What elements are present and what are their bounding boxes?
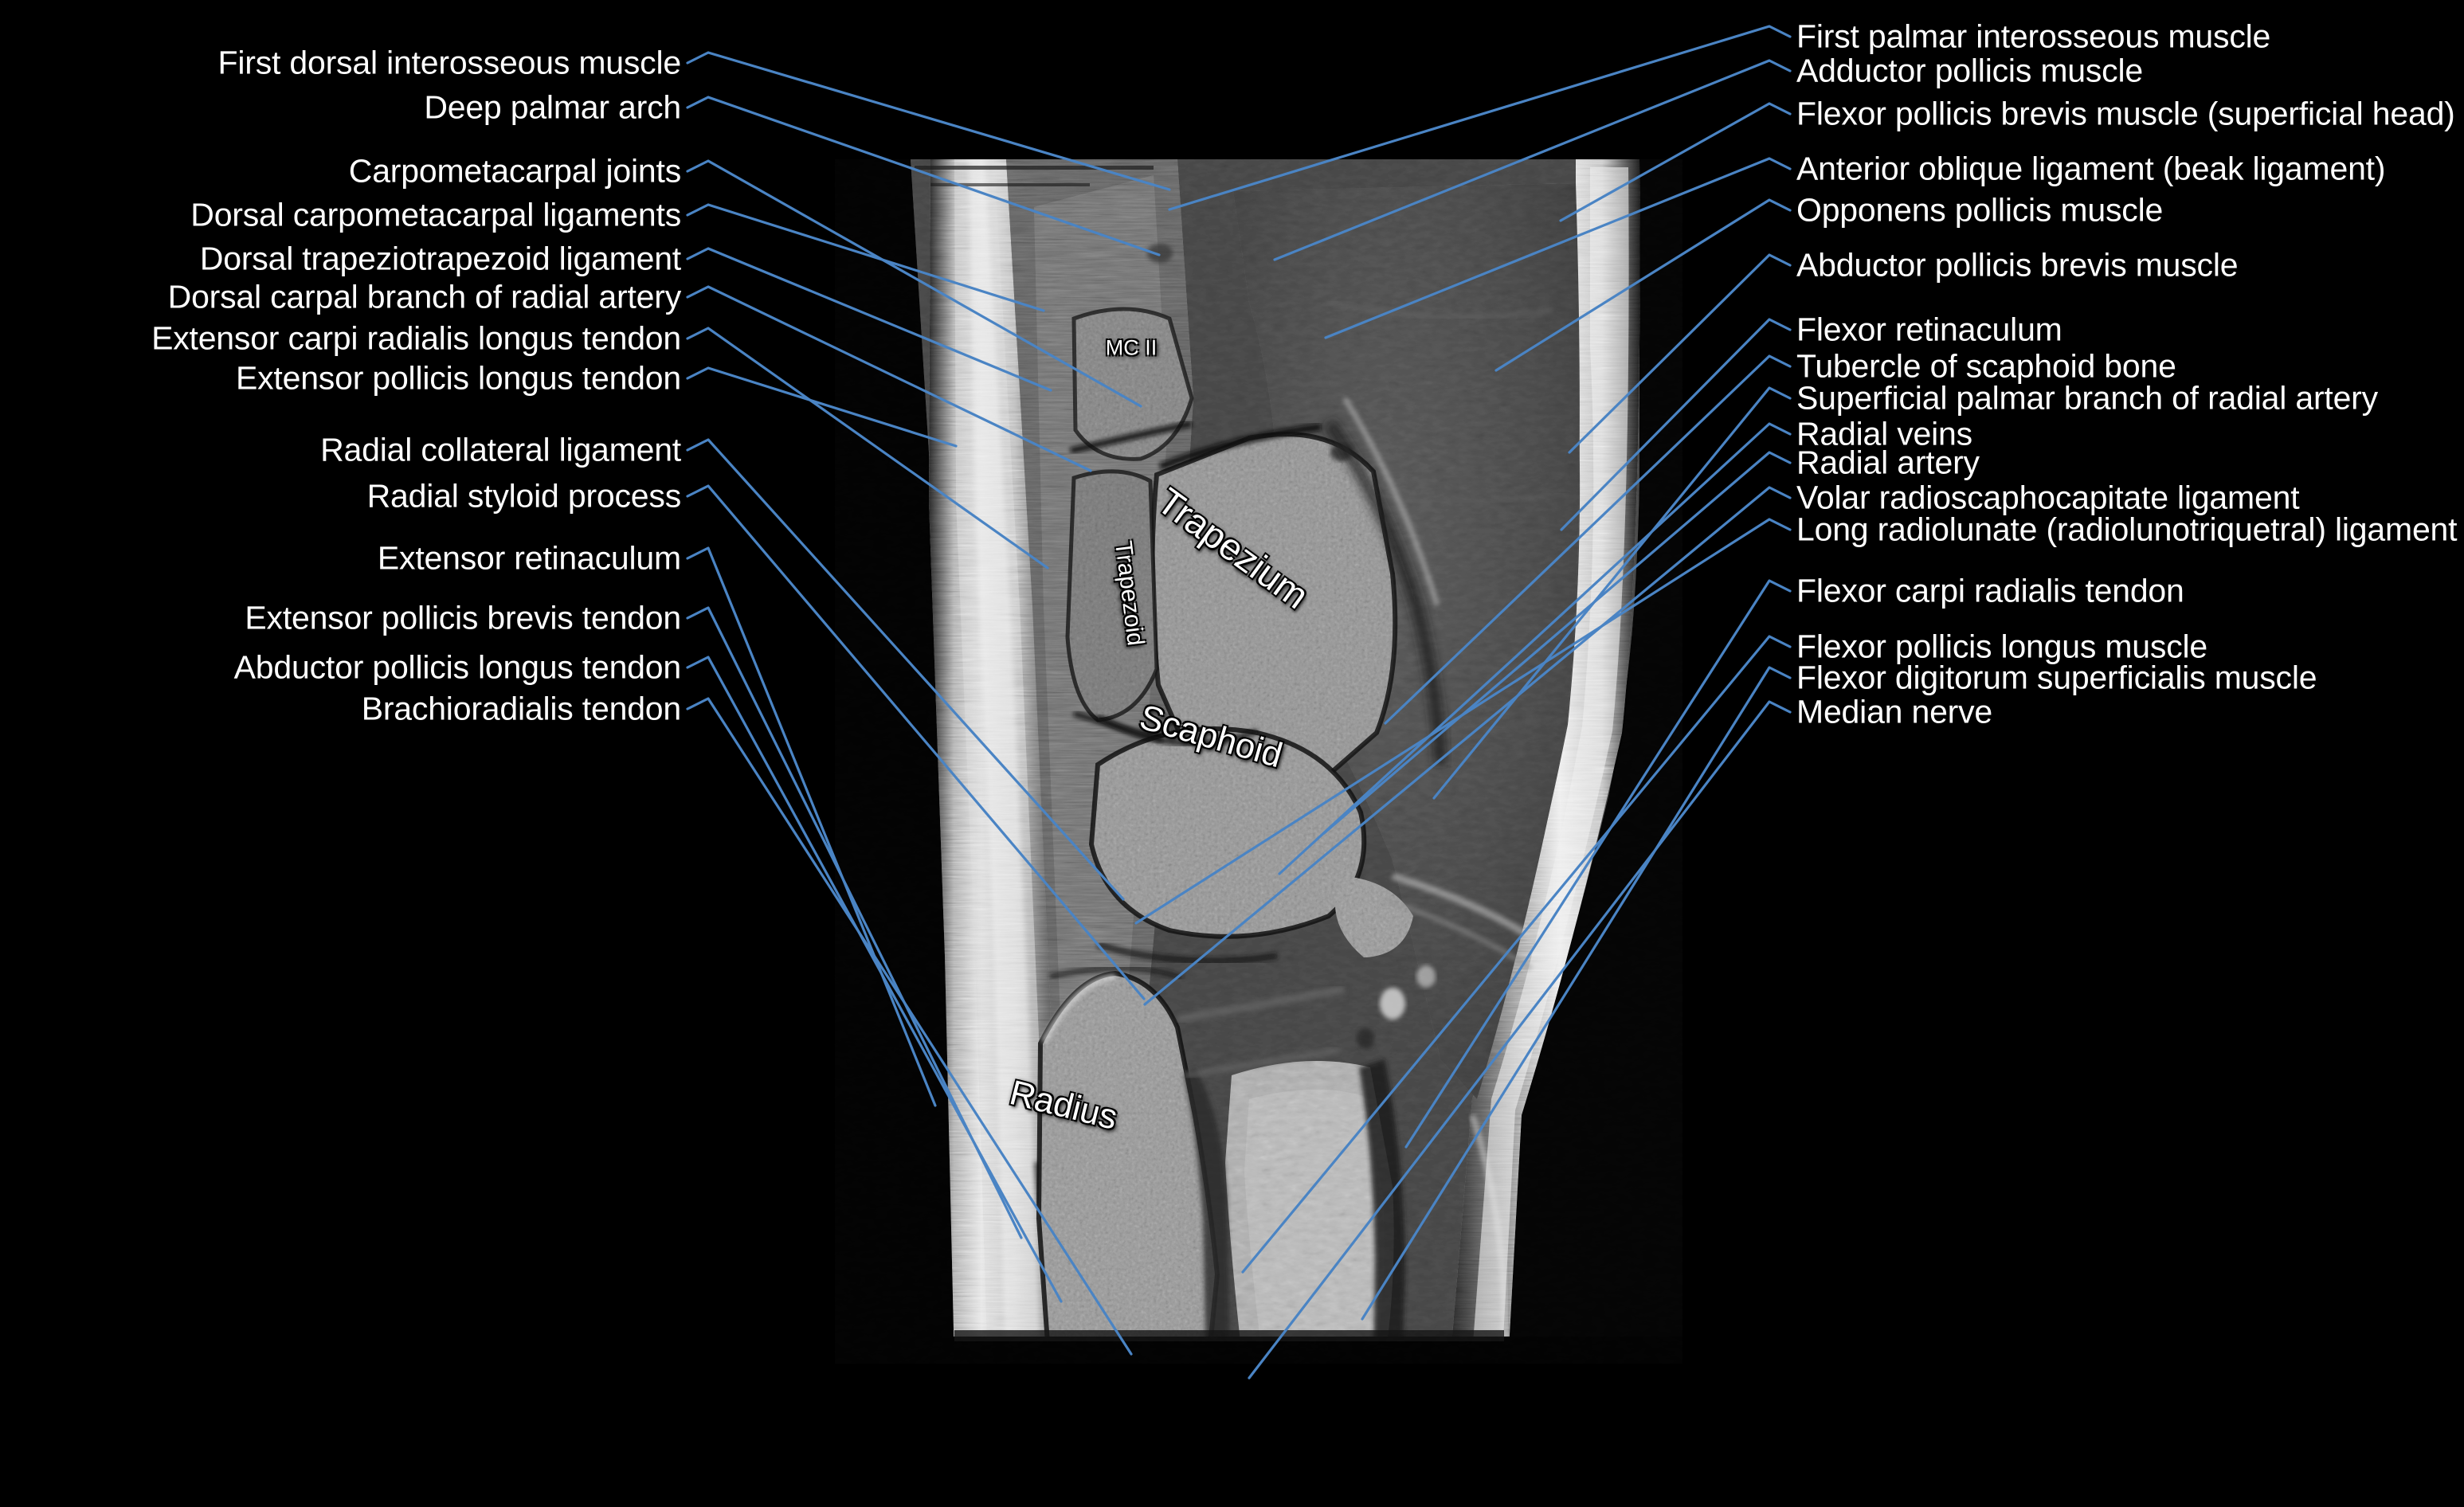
annotation-label-deep-palmar-arch: Deep palmar arch <box>424 88 681 126</box>
annotation-label-anterior-oblique-ligament: Anterior oblique ligament (beak ligament… <box>1796 150 2386 187</box>
annotation-label-flexor-retinaculum: Flexor retinaculum <box>1796 311 2062 348</box>
annotation-label-flexor-carpi-radialis-tendon: Flexor carpi radialis tendon <box>1796 572 2184 609</box>
mri-render <box>835 159 1682 1364</box>
annotation-label-dorsal-carpometacarpal-ligaments: Dorsal carpometacarpal ligaments <box>190 196 681 233</box>
annotation-label-opponens-pollicis-muscle: Opponens pollicis muscle <box>1796 191 2164 229</box>
annotation-label-extensor-pollicis-brevis-tendon: Extensor pollicis brevis tendon <box>245 599 681 636</box>
annotation-label-radial-artery: Radial artery <box>1796 444 1980 481</box>
annotation-label-abductor-pollicis-longus-tendon: Abductor pollicis longus tendon <box>233 648 682 686</box>
annotation-label-extensor-retinaculum: Extensor retinaculum <box>377 539 681 577</box>
annotation-label-dorsal-carpal-branch-radial-artery: Dorsal carpal branch of radial artery <box>167 278 682 315</box>
annotation-label-extensor-carpi-radialis-longus-tendon: Extensor carpi radialis longus tendon <box>151 319 681 357</box>
annotation-label-median-nerve: Median nerve <box>1796 693 1993 730</box>
annotation-label-carpometacarpal-joints: Carpometacarpal joints <box>348 152 681 190</box>
annotation-label-tubercle-of-scaphoid-bone: Tubercle of scaphoid bone <box>1796 347 2176 385</box>
annotation-label-flexor-pollicis-longus-muscle: Flexor pollicis longus muscle <box>1796 628 2208 665</box>
annotation-label-radial-styloid-process: Radial styloid process <box>366 477 682 515</box>
annotation-label-radial-collateral-ligament: Radial collateral ligament <box>320 431 681 468</box>
annotation-label-adductor-pollicis-muscle: Adductor pollicis muscle <box>1796 52 2143 89</box>
annotation-label-superficial-palmar-branch-radial-artery: Superficial palmar branch of radial arte… <box>1796 379 2378 417</box>
annotation-label-abductor-pollicis-brevis-muscle: Abductor pollicis brevis muscle <box>1796 246 2239 284</box>
annotation-label-flexor-digitorum-superficialis-muscle: Flexor digitorum superficialis muscle <box>1796 659 2317 696</box>
annotation-label-dorsal-trapeziotrapezoid-ligament: Dorsal trapeziotrapezoid ligament <box>199 240 681 277</box>
annotation-label-first-palmar-interosseous-muscle: First palmar interosseous muscle <box>1796 18 2271 55</box>
annotation-label-brachioradialis-tendon: Brachioradialis tendon <box>361 690 681 727</box>
mri-scan-image <box>835 159 1682 1364</box>
annotation-label-long-radiolunate-ligament: Long radiolunate (radiolunotriquetral) l… <box>1796 511 2458 548</box>
annotation-label-radial-veins: Radial veins <box>1796 415 1972 452</box>
annotation-label-first-dorsal-interosseous-muscle: First dorsal interosseous muscle <box>217 44 682 81</box>
annotation-label-flexor-pollicis-brevis-muscle: Flexor pollicis brevis muscle (superfici… <box>1796 95 2455 132</box>
annotation-label-extensor-pollicis-longus-tendon: Extensor pollicis longus tendon <box>235 359 681 397</box>
annotation-label-volar-radioscaphocapitate-ligament: Volar radioscaphocapitate ligament <box>1796 479 2300 516</box>
